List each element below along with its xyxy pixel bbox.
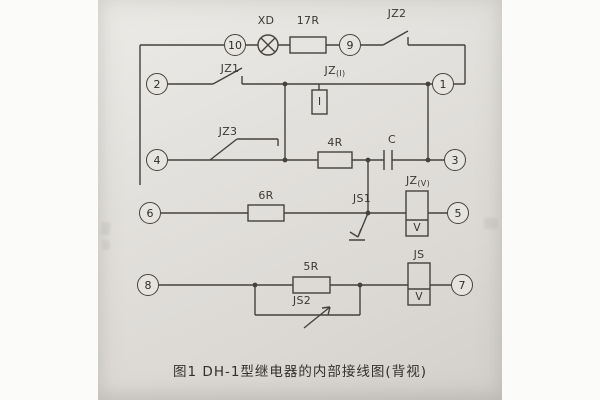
jz2-contact bbox=[382, 30, 409, 46]
label-4r: 4R bbox=[327, 136, 343, 149]
terminal-8: 8 bbox=[137, 274, 159, 296]
junction-dot bbox=[282, 157, 288, 163]
terminal-1: 1 bbox=[432, 73, 454, 95]
junction-dot bbox=[252, 282, 258, 288]
label-c: C bbox=[388, 133, 396, 146]
resistor-5r bbox=[292, 276, 331, 294]
label-jz2: JZ2 bbox=[387, 7, 407, 20]
terminal-5: 5 bbox=[447, 202, 469, 224]
lamp-xd-cross bbox=[260, 37, 276, 53]
label-jzi-main: JZ bbox=[324, 64, 336, 77]
jz1-contact bbox=[212, 67, 243, 85]
terminal-4: 4 bbox=[146, 149, 168, 171]
label-xd: XD bbox=[257, 14, 275, 27]
label-5r: 5R bbox=[303, 260, 319, 273]
label-17r: 17R bbox=[296, 14, 320, 27]
js1-contact bbox=[349, 160, 369, 241]
wire-row2 bbox=[168, 83, 432, 160]
relay-js-core-letter: V bbox=[415, 291, 423, 303]
label-jzv: JZ(V) bbox=[406, 174, 430, 188]
relay-js-box bbox=[407, 262, 431, 306]
label-js1: JS1 bbox=[352, 192, 372, 205]
wires-group bbox=[139, 30, 466, 329]
junction-dot bbox=[365, 157, 371, 163]
resistor-17r bbox=[289, 36, 327, 54]
jz3-contact bbox=[209, 138, 279, 161]
label-js: JS bbox=[413, 248, 425, 261]
label-jzv-main: JZ bbox=[405, 174, 418, 187]
junction-dot bbox=[425, 157, 431, 163]
relay-jzv-box bbox=[405, 190, 429, 237]
terminal-10: 10 bbox=[224, 34, 246, 56]
relay-jzi-core-letter: I bbox=[317, 96, 322, 108]
junction-dot bbox=[365, 210, 371, 216]
js2-contact bbox=[303, 306, 331, 329]
junction-dots bbox=[252, 81, 431, 288]
terminal-3: 3 bbox=[444, 149, 466, 171]
terminal-9: 9 bbox=[339, 34, 361, 56]
junction-dot bbox=[357, 282, 363, 288]
terminal-7: 7 bbox=[451, 274, 473, 296]
label-jzi: JZ(I) bbox=[325, 64, 346, 78]
figure-caption: 图1 DH-1型继电器的内部接线图(背视) bbox=[173, 364, 427, 380]
lamp-xd-icon bbox=[257, 34, 279, 56]
label-js2: JS2 bbox=[292, 294, 312, 307]
terminal-6: 6 bbox=[139, 202, 161, 224]
label-jz3: JZ3 bbox=[218, 125, 238, 138]
label-jzi-sub: (I) bbox=[335, 69, 346, 78]
junction-dot bbox=[282, 81, 288, 87]
label-6r: 6R bbox=[258, 189, 274, 202]
label-jz1: JZ1 bbox=[220, 62, 240, 75]
resistor-4r bbox=[317, 151, 353, 169]
wire-row5 bbox=[159, 284, 451, 316]
relay-jzv-core-letter: V bbox=[413, 222, 421, 234]
capacitor-c bbox=[383, 150, 393, 170]
label-jzv-sub: (V) bbox=[417, 179, 431, 188]
relay-jzi-box bbox=[311, 89, 328, 115]
wire-top-row bbox=[139, 44, 466, 185]
book-page bbox=[98, 0, 502, 400]
junction-dot bbox=[425, 81, 431, 87]
terminal-2: 2 bbox=[146, 73, 168, 95]
resistor-6r bbox=[247, 204, 285, 222]
